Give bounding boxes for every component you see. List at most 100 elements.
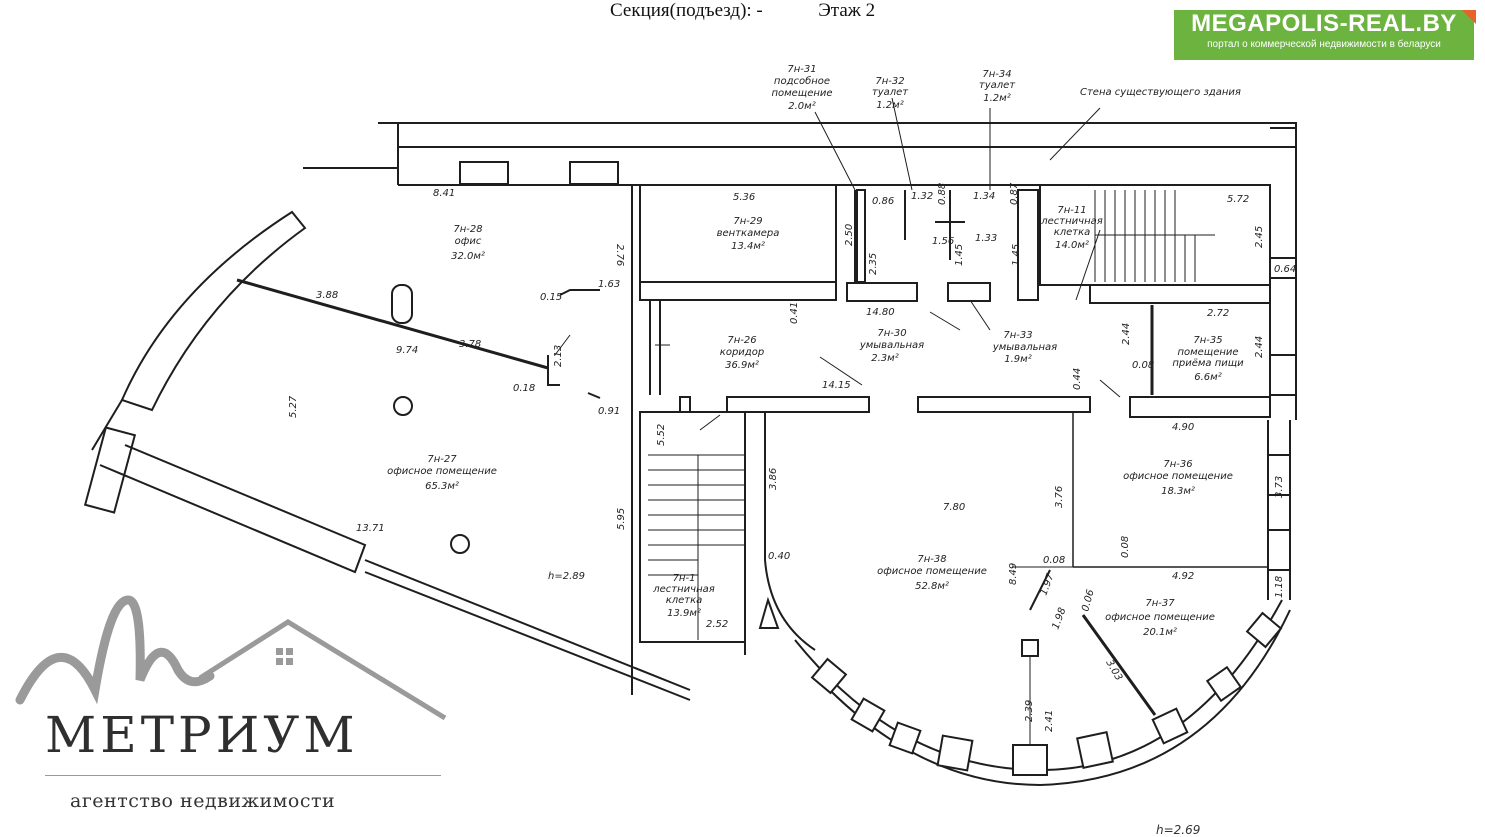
room-7n33: 7н-33 умывальная 1.9м² [992, 330, 1057, 365]
svg-text:офисное помещение: офисное помещение [387, 466, 497, 477]
svg-text:13.71: 13.71 [356, 523, 385, 534]
curved-wall-left [120, 210, 307, 412]
page-header: Секция(подъезд): - Этаж 2 [610, 0, 875, 22]
svg-text:0.40: 0.40 [768, 551, 790, 562]
existing-wall [397, 122, 1297, 148]
svg-text:8.49: 8.49 [1008, 563, 1019, 585]
svg-text:1.63: 1.63 [598, 279, 620, 290]
svg-text:14.0м²: 14.0м² [1055, 240, 1089, 251]
svg-text:3.78: 3.78 [459, 339, 481, 350]
svg-text:0.88: 0.88 [937, 183, 948, 205]
svg-text:7.80: 7.80 [943, 502, 965, 513]
svg-text:5.52: 5.52 [656, 424, 667, 446]
svg-text:2.76: 2.76 [614, 244, 625, 266]
svg-text:7н-33: 7н-33 [1003, 330, 1032, 341]
svg-text:1.45: 1.45 [1011, 244, 1022, 266]
svg-text:7н-37: 7н-37 [1145, 598, 1175, 609]
megapolis-badge[interactable]: MEGAPOLIS-REAL.BY портал о коммерческой … [1174, 10, 1476, 60]
badge-title: MEGAPOLIS-REAL.BY [1191, 10, 1457, 37]
svg-text:20.1м²: 20.1м² [1143, 627, 1177, 638]
svg-text:помещение: помещение [771, 88, 832, 99]
svg-text:2.50: 2.50 [844, 224, 855, 246]
svg-text:0.64: 0.64 [1274, 264, 1296, 275]
svg-text:7н-1: 7н-1 [673, 573, 696, 584]
svg-text:5.72: 5.72 [1227, 194, 1249, 205]
svg-text:7н-36: 7н-36 [1163, 459, 1192, 470]
svg-text:0.08: 0.08 [1043, 555, 1065, 566]
svg-text:клетка: клетка [666, 595, 703, 606]
svg-text:0.15: 0.15 [540, 292, 562, 303]
svg-text:приёма пищи: приёма пищи [1172, 358, 1244, 369]
svg-text:5.36: 5.36 [733, 192, 755, 203]
svg-text:2.3м²: 2.3м² [871, 353, 898, 364]
svg-text:52.8м²: 52.8м² [915, 581, 949, 592]
room-7n37: 7н-37 офисное помещение 20.1м² [1105, 598, 1215, 638]
svg-text:1.33: 1.33 [975, 233, 997, 244]
svg-text:умывальная: умывальная [992, 342, 1057, 353]
floor-label: Этаж 2 [818, 0, 876, 21]
svg-text:1.98: 1.98 [1050, 606, 1068, 631]
svg-text:2.0м²: 2.0м² [788, 101, 815, 112]
room-7n28: 7н-28 офис 32.0м² [451, 224, 485, 262]
svg-text:1.56: 1.56 [932, 236, 954, 247]
svg-text:лестничная: лестничная [1040, 216, 1103, 227]
svg-text:туалет: туалет [979, 80, 1016, 91]
svg-text:2.13: 2.13 [553, 345, 564, 367]
svg-text:7н-35: 7н-35 [1193, 335, 1222, 346]
svg-text:0.86: 0.86 [872, 196, 894, 207]
svg-text:7н-11: 7н-11 [1057, 205, 1086, 216]
svg-text:7н-28: 7н-28 [453, 224, 482, 235]
room-7n26: 7н-26 коридор 36.9м² [720, 335, 764, 371]
svg-text:4.92: 4.92 [1172, 571, 1194, 582]
svg-text:0.44: 0.44 [1072, 368, 1083, 390]
svg-text:1.2м²: 1.2м² [876, 100, 903, 111]
svg-text:2.45: 2.45 [1254, 226, 1265, 248]
room-7n1: 7н-1 лестничная клетка 13.9м² [652, 573, 715, 619]
svg-text:1.9м²: 1.9м² [1004, 354, 1031, 365]
svg-text:3.03: 3.03 [1103, 658, 1124, 683]
svg-text:7н-32: 7н-32 [875, 76, 904, 87]
svg-text:0.08: 0.08 [1132, 360, 1154, 371]
svg-text:2.44: 2.44 [1121, 323, 1132, 345]
logo-divider [45, 775, 441, 776]
svg-text:14.80: 14.80 [866, 307, 895, 318]
svg-text:венткамера: венткамера [717, 228, 780, 239]
svg-text:2.41: 2.41 [1044, 710, 1055, 732]
room-7n36: 7н-36 офисное помещение 18.3м² [1123, 459, 1233, 497]
svg-text:0.87: 0.87 [1009, 182, 1020, 205]
svg-text:3.76: 3.76 [1054, 486, 1065, 508]
svg-text:5.95: 5.95 [616, 508, 627, 530]
footer-height-label: h=2.69 [1156, 823, 1201, 837]
svg-text:клетка: клетка [1054, 227, 1091, 238]
dimensions: 8.41 2.76 3.88 1.63 0.15 9.74 3.78 2.13 … [288, 182, 1296, 732]
svg-text:2.52: 2.52 [706, 619, 728, 630]
svg-text:7н-26: 7н-26 [727, 335, 756, 346]
svg-text:9.74: 9.74 [396, 345, 418, 356]
svg-text:4.90: 4.90 [1172, 422, 1194, 433]
svg-text:офисное помещение: офисное помещение [1105, 612, 1215, 623]
room-7n27: 7н-27 офисное помещение 65.3м² [387, 454, 497, 492]
room-7n32: 7н-32 туалет 1.2м² [872, 76, 909, 111]
svg-text:2.44: 2.44 [1254, 336, 1265, 358]
corner-flag-icon [1462, 10, 1476, 24]
svg-text:подсобное: подсобное [774, 75, 830, 87]
svg-text:0.41: 0.41 [789, 302, 800, 324]
section-label: Секция(подъезд): - [610, 0, 763, 21]
svg-text:2.35: 2.35 [868, 253, 879, 275]
svg-text:1.34: 1.34 [973, 191, 995, 202]
svg-text:65.3м²: 65.3м² [425, 481, 459, 492]
svg-text:13.9м²: 13.9м² [667, 608, 701, 619]
svg-text:помещение: помещение [1177, 347, 1238, 358]
svg-text:0.08: 0.08 [1120, 536, 1131, 558]
svg-text:коридор: коридор [720, 347, 764, 358]
svg-text:0.18: 0.18 [513, 383, 535, 394]
room-7n11: 7н-11 лестничная клетка 14.0м² [1040, 205, 1103, 251]
svg-text:8.41: 8.41 [433, 188, 455, 199]
svg-text:туалет: туалет [872, 87, 909, 98]
room-7n34: 7н-34 туалет 1.2м² [979, 69, 1016, 104]
svg-text:13.4м²: 13.4м² [731, 241, 765, 252]
room-7n38: 7н-38 офисное помещение 52.8м² [877, 554, 987, 592]
room-7n30: 7н-30 умывальная 2.3м² [859, 328, 924, 364]
existing-wall-label: Стена существующего здания [1080, 87, 1241, 98]
